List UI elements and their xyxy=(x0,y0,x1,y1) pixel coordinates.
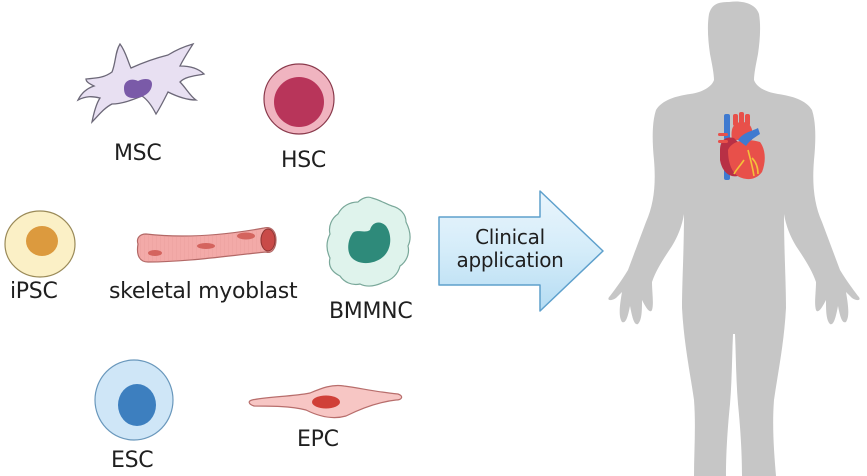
body-shape xyxy=(608,1,860,476)
esc-nucleus xyxy=(118,384,156,426)
heart-vena-cava-lower xyxy=(724,164,730,180)
heart-aorta-branch-3 xyxy=(745,114,750,126)
myoblast-nucleus-2 xyxy=(197,243,215,249)
hsc-nucleus xyxy=(274,77,324,127)
myoblast-end-cap xyxy=(260,228,276,252)
arrow-label-line1: Clinical xyxy=(475,225,545,249)
bmmnc-nucleus xyxy=(348,222,391,264)
ipsc-nucleus xyxy=(26,226,58,256)
heart-coronary-vessels xyxy=(733,149,759,177)
esc-cell-body xyxy=(94,359,174,441)
epc-cell-body xyxy=(248,384,403,419)
myoblast-fiber-body xyxy=(136,227,277,263)
heart-aorta-arch xyxy=(731,122,753,140)
heart-left-side xyxy=(720,137,740,177)
bmmnc-cell-body xyxy=(326,196,411,287)
epc-nucleus xyxy=(312,395,340,409)
bmmnc-label: BMMNC xyxy=(329,299,413,324)
heart-vein-left xyxy=(718,133,728,136)
heart-pulmonary-artery xyxy=(738,128,760,146)
ipsc-cell-body xyxy=(4,210,76,278)
arrow-label-line2: application xyxy=(456,248,564,272)
hsc-label: HSC xyxy=(281,148,326,173)
heart-vein-left-2 xyxy=(718,140,728,143)
ipsc-label: iPSC xyxy=(10,279,58,304)
skeletal-myoblast-label: skeletal myoblast xyxy=(109,279,298,304)
msc-nucleus xyxy=(124,79,152,98)
heart-aorta-branch-2 xyxy=(739,112,744,126)
msc-label: MSC xyxy=(114,141,162,166)
heart-vena-cava-upper xyxy=(724,114,730,140)
hsc-cell-body xyxy=(263,63,335,135)
esc-label: ESC xyxy=(111,448,154,473)
arrow-label: Clinical application xyxy=(440,226,580,272)
myoblast-nucleus-3 xyxy=(237,232,255,240)
myoblast-nucleus-1 xyxy=(148,250,162,256)
epc-label: EPC xyxy=(297,427,339,452)
heart-aorta-branch-1 xyxy=(733,114,738,126)
msc-cell-body xyxy=(76,42,206,124)
heart-ventricle xyxy=(728,140,765,180)
